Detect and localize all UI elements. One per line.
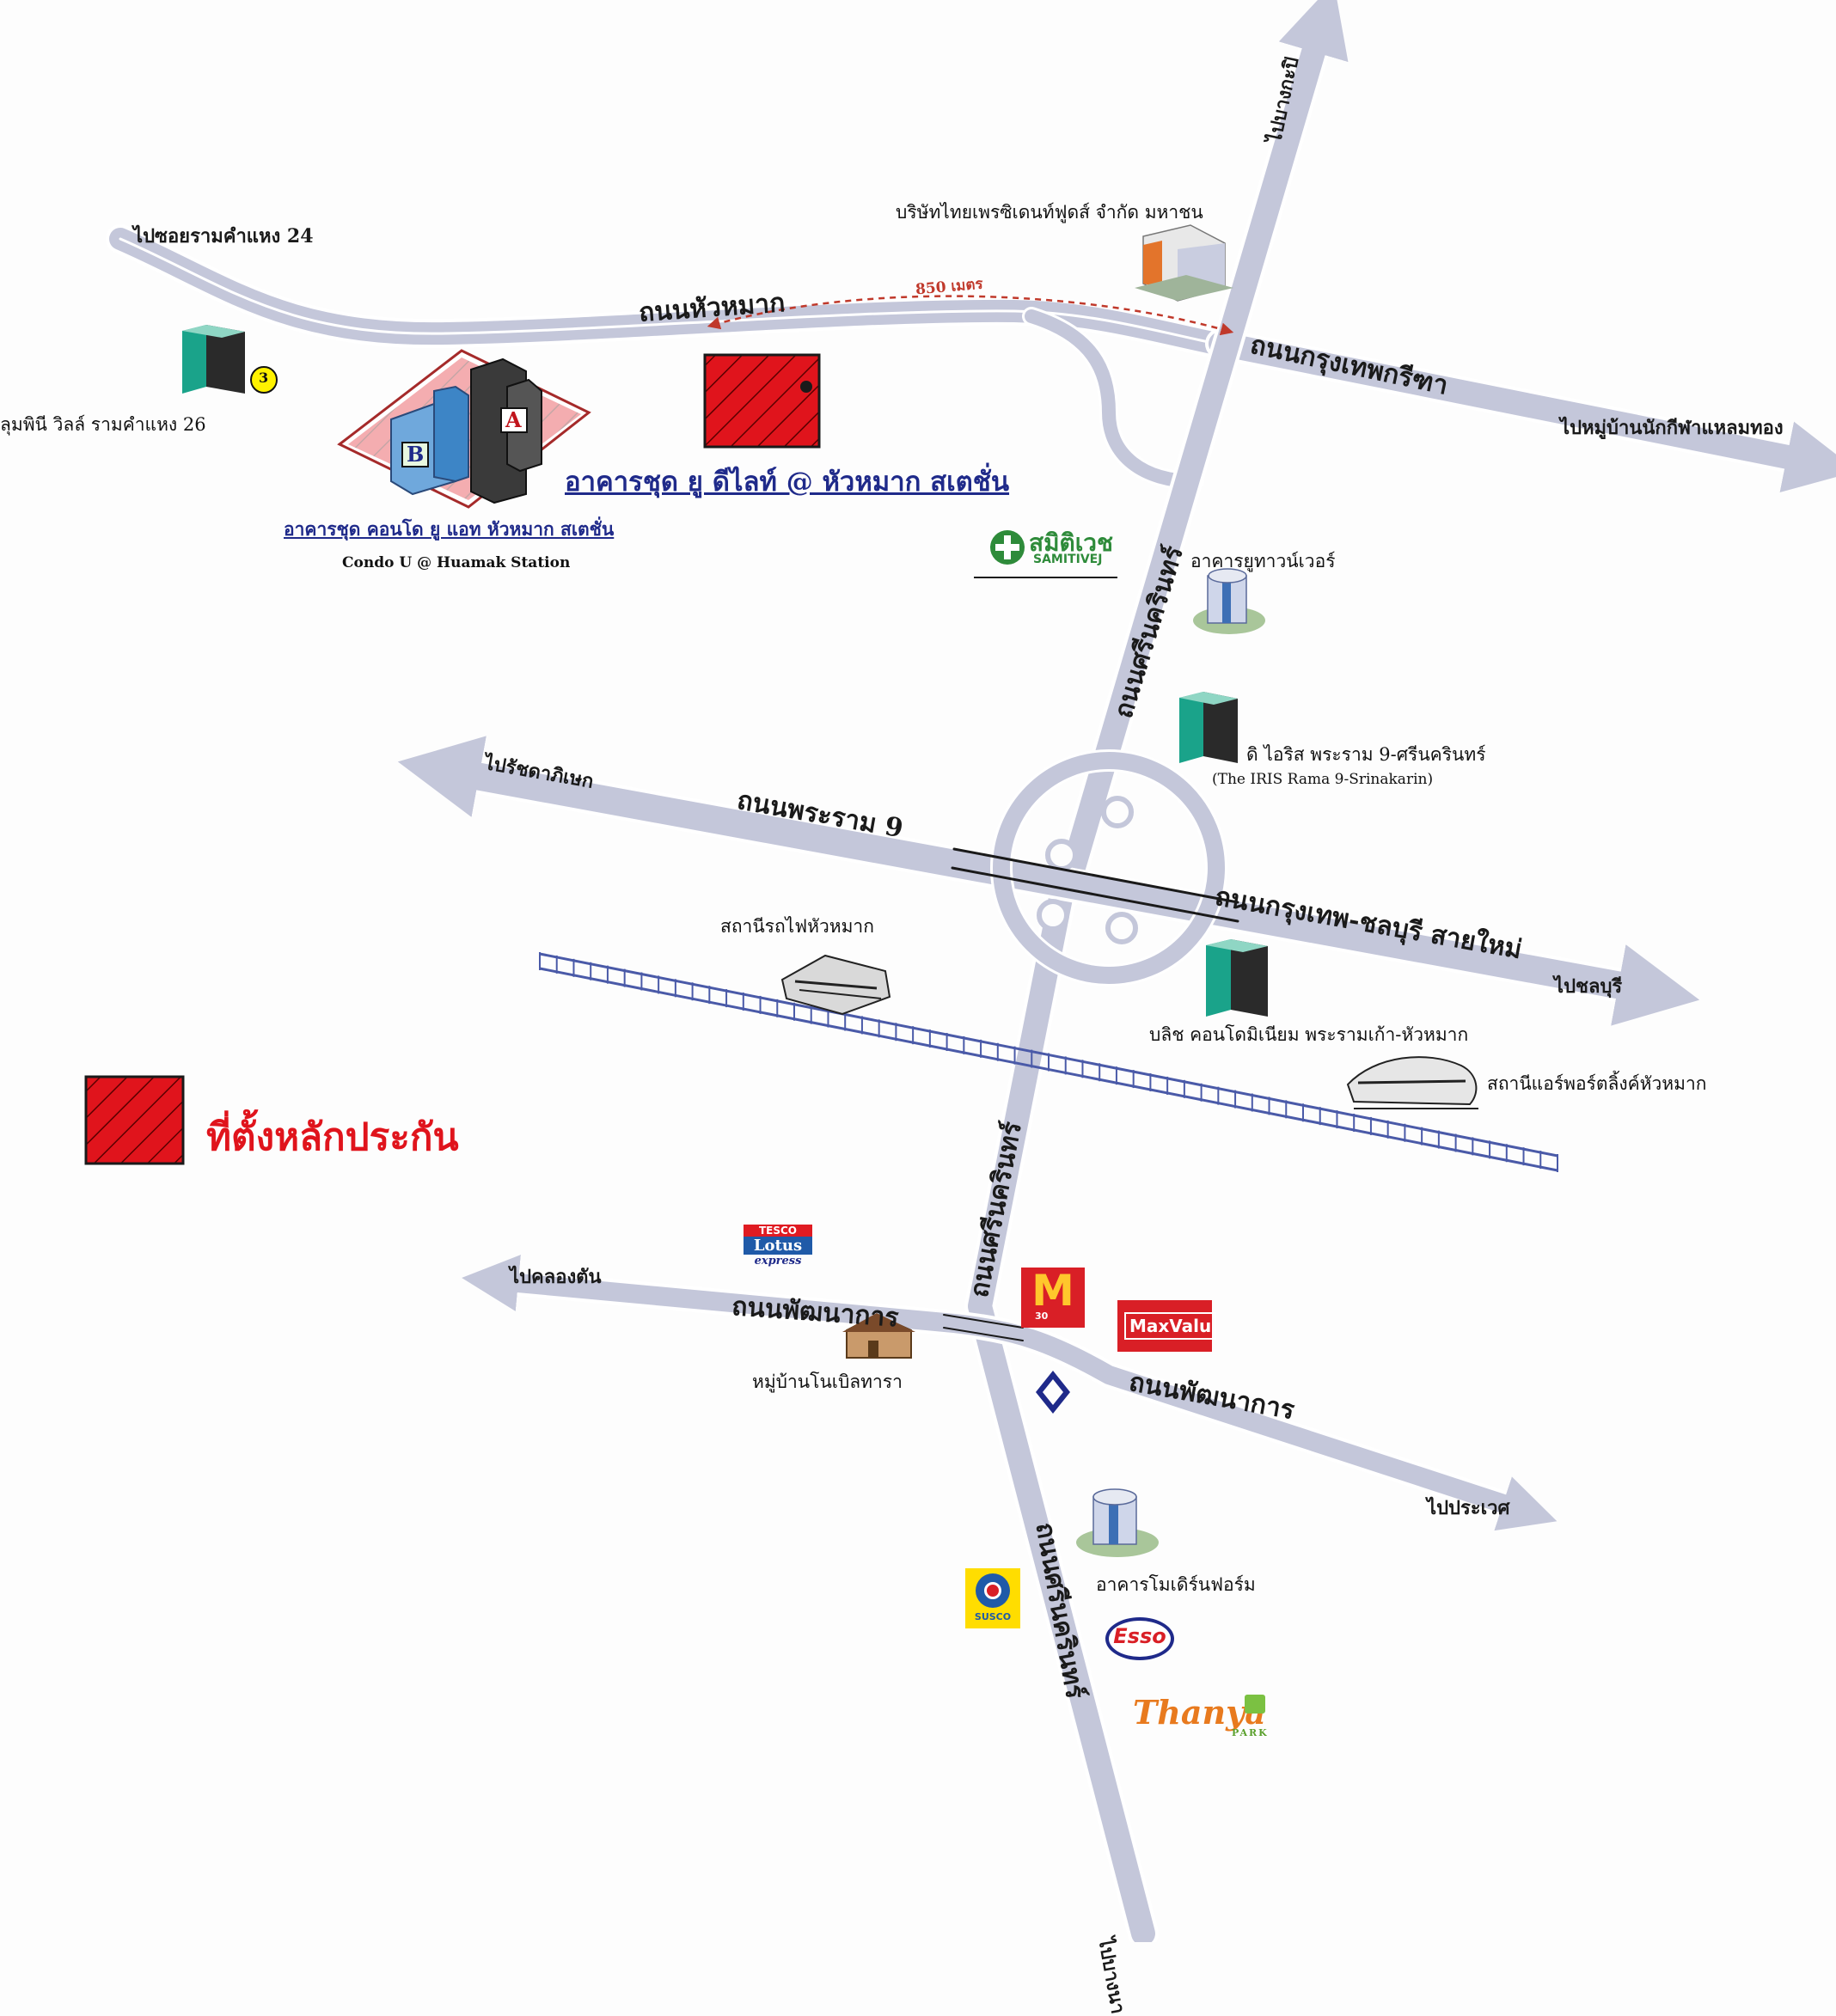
building-icon-iris [1179,692,1238,763]
thanya-text: Thanya [1133,1693,1266,1732]
collateral-site [703,353,821,449]
label-udelight: อาคารชุด ยู ดีไลท์ @ หัวหมาก สเตชั่น [565,467,1010,498]
direction-bangna: ไปบางนา [1093,1935,1129,2016]
label-utown: อาคารยูทาวน์เวอร์ [1190,551,1336,571]
esso-logo: Esso [1105,1617,1174,1660]
train-icon [780,954,891,1016]
label-noble: หมู่บ้านโนเบิลทารา [752,1371,903,1392]
road-network [106,0,1836,1942]
esso-text: Esso [1113,1624,1166,1648]
legend-label: ที่ตั้งหลักประกัน [206,1115,459,1159]
label-bliss: บลิช คอนโดมิเนียม พระรามเก้า-หัวหมาก [1149,1024,1469,1045]
building-icon-bliss [1206,939,1268,1017]
tower-b-label: B [407,442,425,467]
direction-lamthong: ไปหมู่บ้านนักกีฬาแหลมทอง [1560,417,1784,439]
label-train-station: สถานีรถไฟหัวหมาก [720,916,874,937]
interchange [951,749,1239,987]
label-modernform: อาคารโมเดิร์นฟอร์ม [1096,1574,1256,1595]
tesco-top: TESCO [744,1225,812,1237]
susco-text: SUSCO [974,1611,1012,1622]
map-canvas [84,0,1836,1942]
label-iris-en: (The IRIS Rama 9-Srinakarin) [1212,771,1434,788]
samitivej-en: SAMITIVEJ [1033,553,1103,566]
label-condo-u-en: Condo U @ Huamak Station [342,554,571,571]
bank-icon [1036,1371,1070,1414]
direction-ramkhamhaeng24: ไปซอยรามคำแหง 24 [133,225,314,247]
condo-u-icon [337,349,591,509]
tesco-bottom: express [754,1255,802,1268]
direction-prawet: ไปประเวศ [1427,1497,1510,1519]
mcdonalds-m: M [1031,1266,1074,1316]
maxvalu-text: MaxValu [1124,1312,1217,1340]
distance-indicator [707,295,1234,336]
direction-chonburi: ไปชลบุรี [1554,975,1623,998]
label-iris-thai: ดิ ไอริส พระราม 9-ศรีนครินทร์ [1246,744,1486,765]
samitivej-thai: สมิติเวช [1029,528,1114,557]
direction-khlongtan: ไปคลองตัน [510,1266,602,1288]
building-icon-modernform [1076,1488,1159,1557]
label-lumpini: ลุมพินี วิลล์ รามคำแหง 26 [0,414,206,435]
thanya-park-logo: Thanya PARK [1133,1693,1267,1738]
label-condo-u-thai: อาคารชุด คอนโด ยู แอท หัวหมาก สเตชั่น [284,518,615,540]
legend-swatch [84,1075,185,1165]
label-thaipresident: บริษัทไทยเพรซิเดนท์ฟูดส์ จำกัด มหาชน [896,202,1203,223]
airport-link-icon [1346,1056,1478,1109]
village-icon [842,1313,915,1359]
building-icon-thaipresident [1135,224,1233,302]
susco-logo: SUSCO [965,1568,1020,1628]
tesco-lotus-logo: TESCO Lotus express [744,1225,812,1268]
tower-a-label: A [505,407,522,432]
tesco-mid: Lotus [744,1237,812,1255]
maxvalu-logo: MaxValu [1117,1300,1217,1352]
thanya-sub: PARK [1232,1727,1269,1738]
label-airport-link: สถานีแอร์พอร์ตลิ้งค์หัวหมาก [1487,1073,1707,1094]
mcdonalds-logo: M 30 [1021,1266,1085,1328]
building-icon-lumpini [182,325,278,394]
mcdonalds-30: 30 [1035,1310,1049,1322]
building-icon-utown [1193,568,1265,634]
badge-lumpini: 3 [259,370,269,386]
